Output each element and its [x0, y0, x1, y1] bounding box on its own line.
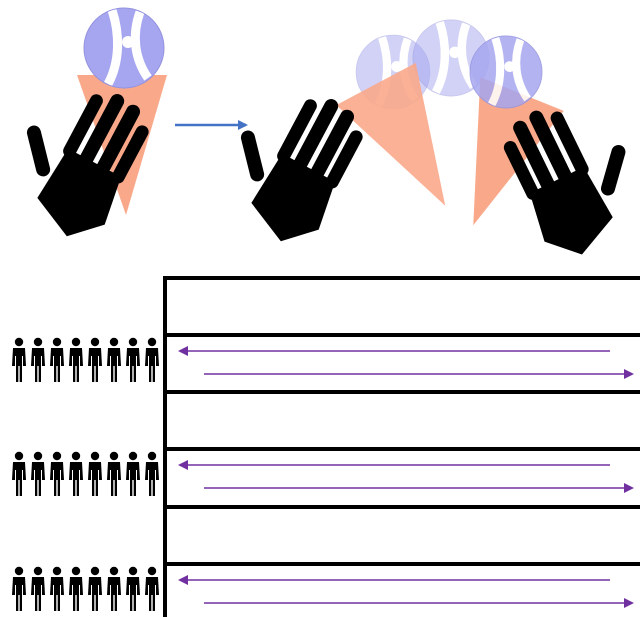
person-icon [88, 337, 102, 382]
person-icon [50, 451, 64, 496]
person-icon [88, 566, 102, 611]
person-icon [107, 566, 121, 611]
person-icon [126, 337, 140, 382]
relay-lanes [12, 337, 634, 611]
person-icon [145, 566, 159, 611]
person-icon [69, 337, 83, 382]
person-icon [107, 337, 121, 382]
hand-icon [203, 67, 376, 255]
person-icon [50, 337, 64, 382]
demo-left [0, 8, 167, 250]
demo-right [203, 20, 640, 267]
lane-2 [12, 451, 634, 496]
person-icon [126, 566, 140, 611]
person-icon [107, 451, 121, 496]
person-icon [50, 566, 64, 611]
person-icon [69, 566, 83, 611]
relay-track [163, 276, 640, 617]
people-queue [12, 337, 159, 382]
person-icon [88, 451, 102, 496]
lane-1 [12, 337, 634, 382]
beach-ball-icon [84, 8, 164, 88]
person-icon [31, 451, 45, 496]
person-icon [145, 451, 159, 496]
person-icon [69, 451, 83, 496]
person-icon [126, 451, 140, 496]
people-queue [12, 566, 159, 611]
person-icon [31, 337, 45, 382]
person-icon [12, 451, 26, 496]
beach-ball-icon [470, 36, 542, 108]
person-icon [31, 566, 45, 611]
person-icon [12, 337, 26, 382]
person-icon [145, 337, 159, 382]
person-icon [12, 566, 26, 611]
people-queue [12, 451, 159, 496]
lane-3 [12, 566, 634, 611]
